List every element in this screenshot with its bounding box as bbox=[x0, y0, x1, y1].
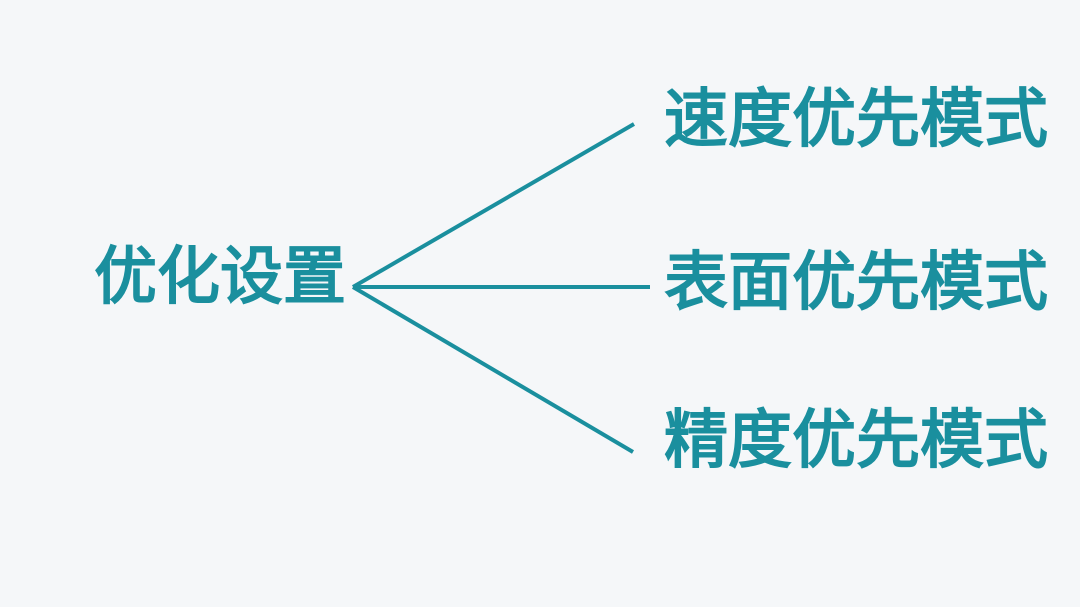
branch-label-speed-priority[interactable]: 速度优先模式 bbox=[664, 83, 1048, 157]
branch-label-surface-priority[interactable]: 表面优先模式 bbox=[664, 246, 1048, 320]
connector-line-branch-0 bbox=[351, 122, 636, 289]
connector-line-branch-2 bbox=[351, 285, 635, 454]
branch-label-precision-priority[interactable]: 精度优先模式 bbox=[664, 404, 1048, 478]
root-node-label[interactable]: 优化设置 bbox=[94, 240, 346, 313]
